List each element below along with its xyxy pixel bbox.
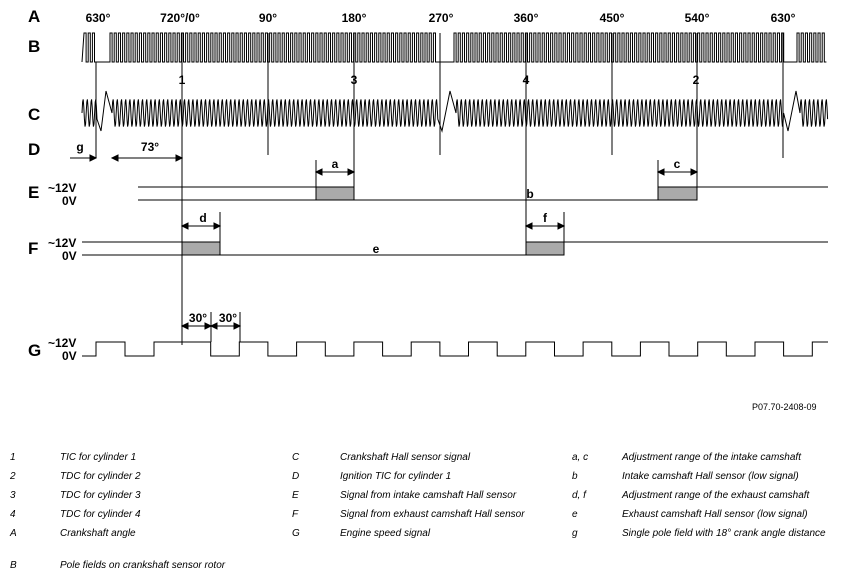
document-reference: P07.70-2408-09 xyxy=(752,402,817,412)
legend-key: F xyxy=(292,509,299,520)
exhaust-adjust-dimension xyxy=(180,222,566,230)
legend-text: Ignition TIC for cylinder 1 xyxy=(340,471,452,482)
legend-text: Engine speed signal xyxy=(340,528,431,539)
legend-key: b xyxy=(572,471,578,482)
legend-key: 4 xyxy=(10,509,16,520)
cylinder-label-3: 3 xyxy=(351,73,358,87)
angle-label-360: 360° xyxy=(514,11,539,25)
legend-key: e xyxy=(572,509,578,520)
legend-key: G xyxy=(292,528,300,539)
intake-camshaft-signal xyxy=(138,160,828,201)
dim-label-30-first: 30° xyxy=(189,311,207,325)
angle-label-270: 270° xyxy=(429,11,454,25)
engine-speed-signal xyxy=(82,341,828,357)
pole-field-signal xyxy=(81,32,827,63)
legend-text: Crankshaft Hall sensor signal xyxy=(340,452,471,463)
legend-key: D xyxy=(292,471,300,482)
angle-label-630-start: 630° xyxy=(86,11,111,25)
legend-text: TDC for cylinder 4 xyxy=(60,509,141,520)
voltage-high-g: ~12V xyxy=(48,336,76,350)
dim-label-g: g xyxy=(76,140,83,154)
legend-text: Signal from intake camshaft Hall sensor xyxy=(340,490,517,501)
voltage-high-e: ~12V xyxy=(48,181,76,195)
crankshaft-hall-signal xyxy=(81,90,829,133)
dim-label-e: e xyxy=(373,242,380,256)
ignition-dimension xyxy=(70,154,184,162)
intake-adjust-dimension xyxy=(314,168,699,176)
voltage-low-g: 0V xyxy=(62,349,77,363)
legend-text: Single pole field with 18° crank angle d… xyxy=(622,528,826,539)
legend-key: A xyxy=(10,528,17,539)
cylinder-label-2: 2 xyxy=(693,73,700,87)
legend-text: Intake camshaft Hall sensor (low signal) xyxy=(622,471,799,482)
dim-label-a: a xyxy=(332,157,339,171)
legend-key: 3 xyxy=(10,490,16,501)
legend-text: Signal from exhaust camshaft Hall sensor xyxy=(340,509,525,520)
angle-label-90: 90° xyxy=(259,11,277,25)
row-label-f: F xyxy=(28,239,38,258)
legend-key: B xyxy=(10,560,17,571)
legend-text: TIC for cylinder 1 xyxy=(60,452,137,463)
angle-label-180: 180° xyxy=(342,11,367,25)
row-label-c: C xyxy=(28,105,40,124)
row-label-d: D xyxy=(28,140,40,159)
dim-label-30-second: 30° xyxy=(219,311,237,325)
voltage-low-f: 0V xyxy=(62,249,77,263)
exhaust-camshaft-signal xyxy=(82,212,828,256)
legend-key: 1 xyxy=(10,452,16,463)
dim-label-d: d xyxy=(199,211,206,225)
legend-text: Exhaust camshaft Hall sensor (low signal… xyxy=(622,509,808,520)
cylinder-label-4: 4 xyxy=(523,73,530,87)
legend-text: Crankshaft angle xyxy=(60,528,136,539)
row-label-g: G xyxy=(28,341,41,360)
dim-label-b: b xyxy=(526,187,533,201)
dim-label-c: c xyxy=(674,157,681,171)
row-label-a: A xyxy=(28,7,40,26)
angle-label-630-end: 630° xyxy=(771,11,796,25)
legend-key: g xyxy=(572,528,578,539)
voltage-low-e: 0V xyxy=(62,194,77,208)
angle-label-720: 720°/0° xyxy=(160,11,200,25)
legend-text: Adjustment range of the intake camshaft xyxy=(622,452,801,463)
voltage-high-f: ~12V xyxy=(48,236,76,250)
dim-label-73: 73° xyxy=(141,140,159,154)
timing-diagram: A B C D E F G 630° 720°/0° 90° 180° 270°… xyxy=(28,7,829,363)
legend-text: TDC for cylinder 3 xyxy=(60,490,141,501)
legend-text: Adjustment range of the exhaust camshaft xyxy=(622,490,810,501)
legend-key: C xyxy=(292,452,300,463)
row-label-b: B xyxy=(28,37,40,56)
dim-label-f: f xyxy=(543,211,548,225)
legend-key: a, c xyxy=(572,452,589,463)
legend-text: TDC for cylinder 2 xyxy=(60,471,141,482)
angle-label-450: 450° xyxy=(600,11,625,25)
row-label-e: E xyxy=(28,183,39,202)
legend-key: E xyxy=(292,490,299,501)
legend-text: Pole fields on crankshaft sensor rotor xyxy=(60,560,226,571)
cylinder-label-1: 1 xyxy=(179,73,186,87)
angle-label-540: 540° xyxy=(685,11,710,25)
engine-speed-dimension xyxy=(180,312,242,342)
legend-key: d, f xyxy=(572,490,586,501)
legend-key: 2 xyxy=(10,471,16,482)
